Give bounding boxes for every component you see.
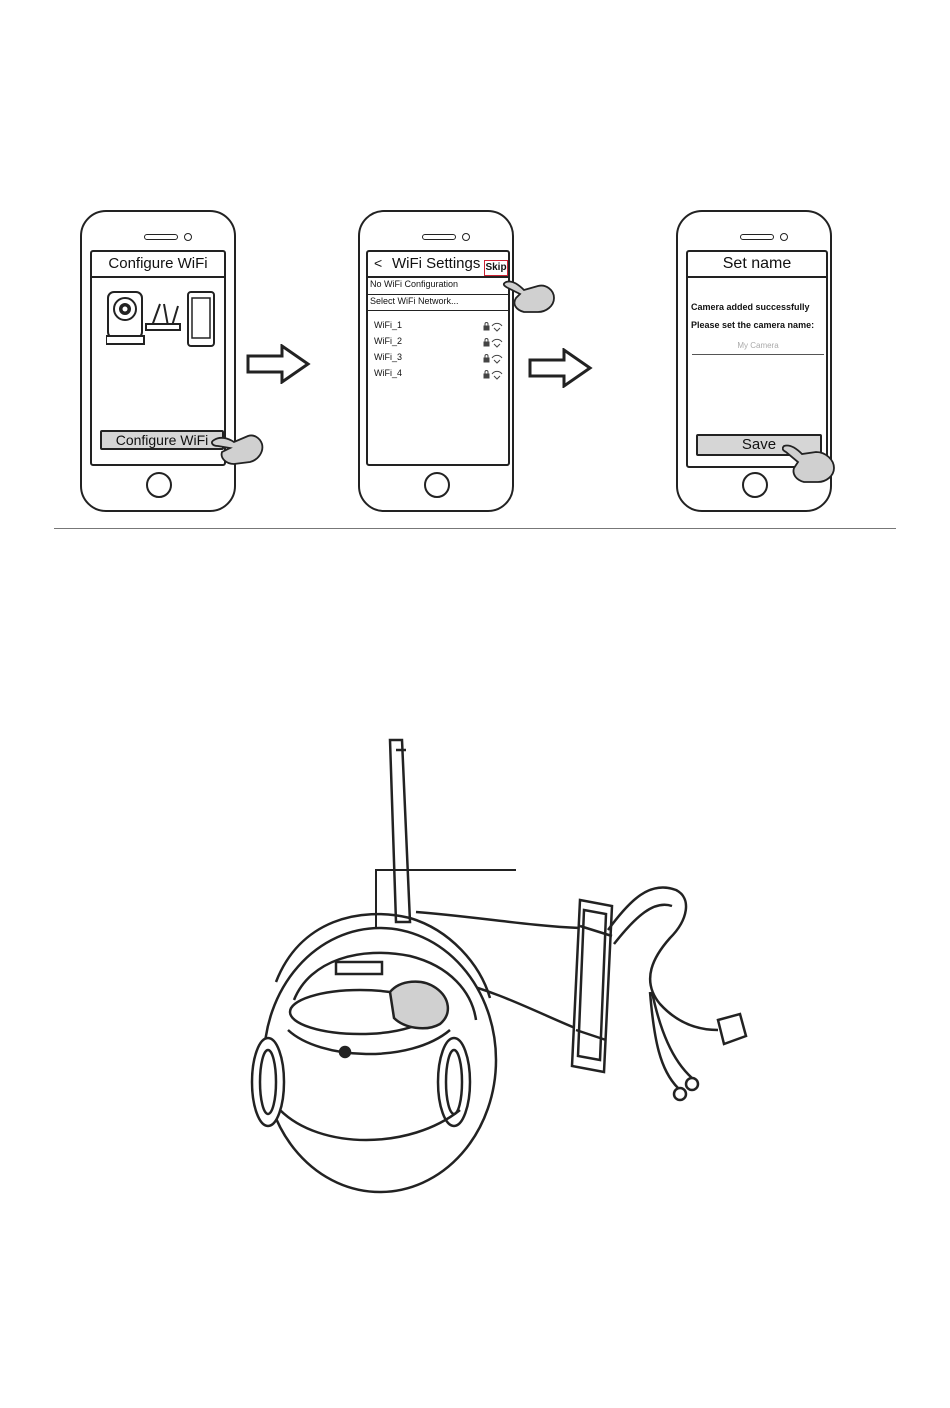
camera-name-field[interactable]: My Camera (692, 338, 824, 355)
home-button[interactable] (424, 472, 450, 498)
no-wifi-configuration-label: No WiFi Configuration (370, 279, 458, 289)
lock-icon (484, 342, 489, 346)
speaker-icon (740, 234, 774, 240)
phone-wifi-settings: < WiFi Settings Skip No WiFi Configurati… (358, 210, 514, 512)
speaker-icon (144, 234, 178, 240)
header: < WiFi Settings Skip (368, 252, 508, 278)
front-camera-icon (462, 233, 470, 241)
screen: < WiFi Settings Skip No WiFi Configurati… (366, 250, 510, 466)
arrow-right-icon (246, 344, 312, 384)
hand-pointer-icon (782, 440, 838, 486)
front-camera-icon (780, 233, 788, 241)
wifi-network-name: WiFi_3 (374, 352, 402, 362)
hand-pointer-icon (502, 270, 558, 318)
ptz-camera-illustration (240, 730, 760, 1210)
divider (368, 294, 508, 295)
wifi-icon (492, 355, 502, 363)
arrow-right-icon (528, 348, 594, 388)
divider (368, 310, 508, 311)
wifi-icon (492, 339, 502, 347)
phone-icon (188, 292, 214, 346)
speaker-icon (422, 234, 456, 240)
select-wifi-network-label: Select WiFi Network... (370, 296, 459, 306)
wifi-network-name: WiFi_4 (374, 368, 402, 378)
wifi-network-name: WiFi_1 (374, 320, 402, 330)
wifi-network-name: WiFi_2 (374, 336, 402, 346)
success-message: Camera added successfully (691, 302, 810, 312)
camera-icon (106, 292, 144, 344)
screen-title: Configure WiFi (92, 252, 224, 278)
back-button[interactable]: < (374, 255, 382, 271)
configure-wifi-button[interactable]: Configure WiFi (100, 430, 224, 450)
screen-title: Set name (688, 252, 826, 278)
wifi-icon (492, 371, 502, 379)
name-prompt: Please set the camera name: (691, 320, 814, 330)
camera-router-phone-illustration (106, 290, 218, 350)
wifi-icon (492, 323, 502, 331)
screen-title: WiFi Settings (392, 255, 480, 272)
front-camera-icon (184, 233, 192, 241)
screen: Set name Camera added successfully Pleas… (686, 250, 828, 468)
screen: Configure WiFi Configure WiFi (90, 250, 226, 466)
home-button[interactable] (742, 472, 768, 498)
lock-icon (484, 358, 489, 362)
no-wifi-configuration-option[interactable]: No WiFi Configuration (370, 279, 510, 293)
home-button[interactable] (146, 472, 172, 498)
section-divider (54, 528, 896, 529)
hand-pointer-icon (210, 420, 266, 468)
router-icon (146, 304, 180, 330)
lock-icon (484, 374, 489, 378)
lock-icon (484, 326, 489, 330)
lock-wifi-icons (482, 320, 504, 382)
